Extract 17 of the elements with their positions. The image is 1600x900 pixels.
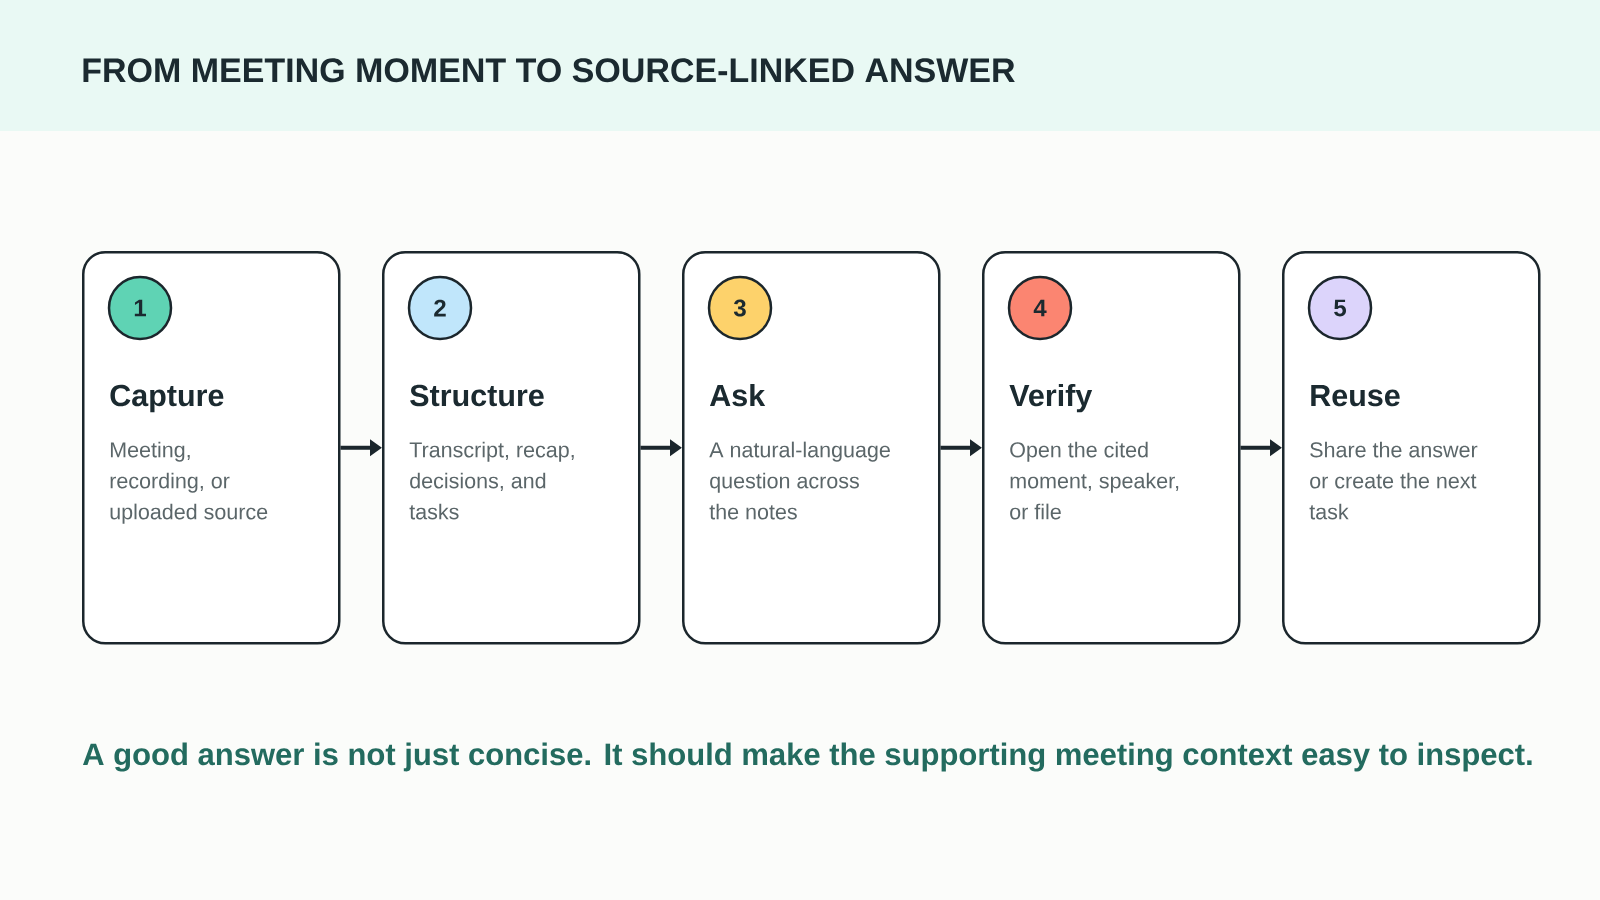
step-title: Reuse: [1311, 385, 1400, 407]
step-title: Capture: [110, 384, 224, 413]
step-description: A natural-language question across the notes: [709, 441, 890, 520]
step-number-badge: 5: [1307, 275, 1373, 341]
step-description: Open the cited moment, speaker, or file: [1010, 441, 1179, 520]
step-number-badge: 1: [107, 275, 173, 341]
step-description: Transcript, recap, decisions, and tasks: [409, 441, 574, 520]
step-title: Ask: [709, 383, 766, 407]
step-title: Verify: [1009, 383, 1093, 413]
step-number-badge: 4: [1007, 275, 1073, 341]
step-title: Structure: [410, 384, 544, 407]
step-description: Meeting, recording, or uploaded source: [110, 441, 268, 524]
step-number-badge: 3: [707, 275, 773, 341]
step-description: Share the answer or create the next task: [1309, 441, 1478, 520]
diagram-title: FROM MEETING MOMENT TO SOURCE-LINKED ANSWER: [83, 58, 1015, 83]
step-number-badge: 2: [407, 275, 473, 341]
caption-text: A good answer is not just concise. It should make the supporting meeting context easy to inspect.: [82, 742, 1532, 772]
